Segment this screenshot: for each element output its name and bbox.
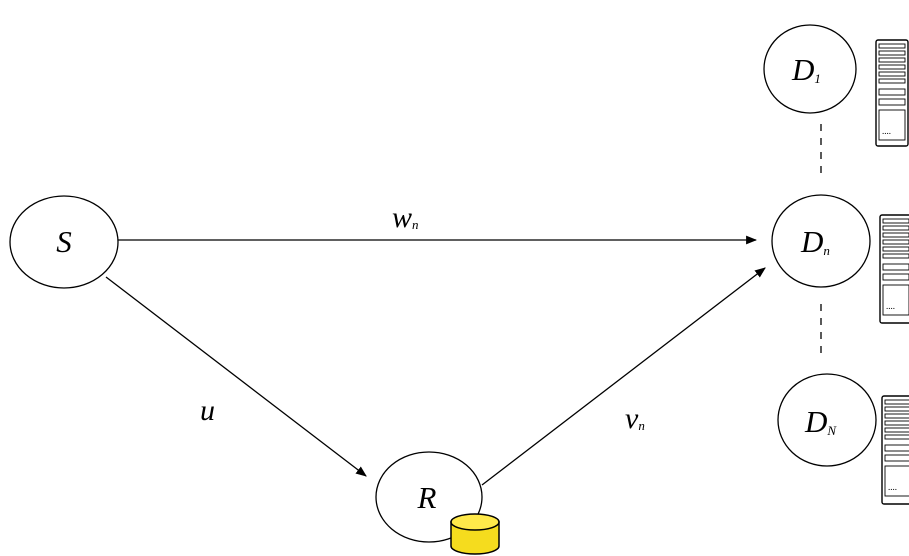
node-source: S — [9, 195, 119, 289]
edge-s-to-r — [105, 276, 367, 477]
server-tower-icon: .... — [875, 39, 909, 147]
svg-text:....: .... — [888, 482, 897, 492]
node-label-dest-N: DN — [804, 404, 837, 439]
server-tower-icon: .... — [879, 214, 909, 324]
svg-text:....: .... — [882, 126, 891, 136]
edge-r-to-dn — [481, 267, 766, 486]
node-label-dest-n: Dn — [800, 224, 830, 259]
server-tower-icon: .... — [881, 395, 909, 505]
svg-text:....: .... — [886, 301, 895, 311]
edge-label-s-to-dn: wn — [392, 201, 419, 234]
edge-label-s-to-r: u — [200, 394, 215, 427]
node-dest-1: D1 — [763, 24, 857, 114]
database-cylinder-icon — [450, 513, 500, 555]
node-label-source: S — [56, 224, 72, 259]
node-dest-n: Dn — [771, 194, 871, 288]
node-label-relay: R — [417, 480, 437, 515]
node-dest-N: DN — [777, 373, 877, 467]
node-label-dest-1: D1 — [791, 52, 821, 87]
edge-label-r-to-dn: vn — [625, 402, 645, 435]
